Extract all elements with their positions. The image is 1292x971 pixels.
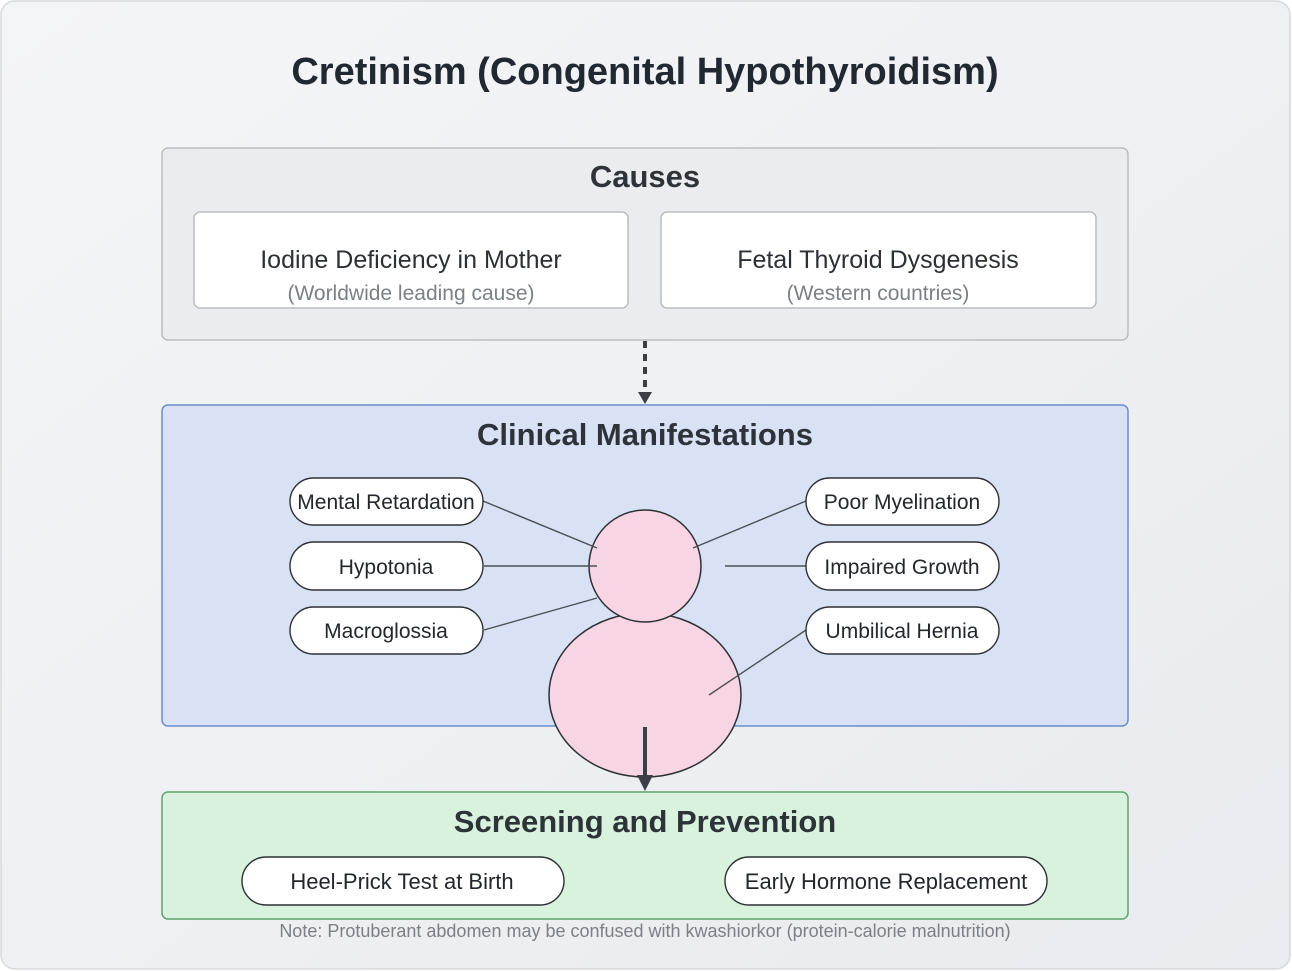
pill-label: Early Hormone Replacement — [745, 869, 1027, 894]
connector-mental-retardation — [482, 500, 598, 549]
manifestation-impaired-growth: Impaired Growth — [805, 541, 1000, 591]
cause-card-dysgenesis: Fetal Thyroid Dysgenesis (Western countr… — [660, 211, 1097, 309]
causes-heading: Causes — [590, 159, 700, 194]
cause-sublabel: (Worldwide leading cause) — [287, 282, 534, 305]
cause-sublabel: (Western countries) — [787, 282, 970, 305]
cause-card-box — [193, 211, 629, 309]
screening-heel-prick: Heel-Prick Test at Birth — [241, 856, 565, 906]
manifestations-heading: Clinical Manifestations — [477, 417, 813, 452]
pill-box — [805, 541, 1000, 591]
pill-label: Mental Retardation — [297, 491, 474, 514]
connector-macroglossia — [483, 597, 598, 631]
manifestation-poor-myelination: Poor Myelination — [805, 477, 1000, 526]
pill-box — [724, 856, 1048, 906]
solid-arrow-head — [637, 775, 653, 791]
dashed-arrow-head — [638, 392, 652, 404]
connector-umbilical-hernia — [708, 629, 807, 696]
pill-box — [805, 606, 1000, 655]
manifestation-hypotonia: Hypotonia — [289, 541, 484, 591]
diagram-title: Cretinism (Congenital Hypothyroidism) — [291, 51, 998, 93]
causes-section: Causes Iodine Deficiency in Mother (Worl… — [161, 147, 1129, 341]
cause-label: Fetal Thyroid Dysgenesis — [737, 246, 1019, 274]
pill-box — [289, 477, 484, 526]
manifestation-macroglossia: Macroglossia — [289, 606, 484, 655]
screening-heading: Screening and Prevention — [454, 804, 836, 839]
screening-hormone-replacement: Early Hormone Replacement — [724, 856, 1048, 906]
pill-box — [241, 856, 565, 906]
pill-box — [289, 541, 484, 591]
pill-box — [289, 606, 484, 655]
manifestations-section: Clinical Manifestations Mental Retardati… — [161, 404, 1129, 778]
manifestation-mental-retardation: Mental Retardation — [289, 477, 484, 526]
pill-label: Impaired Growth — [824, 556, 979, 579]
screening-section: Screening and Prevention Heel-Prick Test… — [161, 791, 1129, 920]
connector-poor-myelination — [692, 500, 807, 549]
manifestation-umbilical-hernia: Umbilical Hernia — [805, 606, 1000, 655]
pill-label: Macroglossia — [324, 620, 448, 643]
figure-head — [588, 509, 702, 623]
pill-label: Hypotonia — [339, 556, 434, 579]
pill-label: Heel-Prick Test at Birth — [290, 869, 513, 894]
pill-label: Poor Myelination — [824, 491, 980, 514]
pill-box — [805, 477, 1000, 526]
footnote: Note: Protuberant abdomen may be confuse… — [279, 921, 1010, 941]
cause-card-box — [660, 211, 1097, 309]
pill-label: Umbilical Hernia — [826, 620, 979, 643]
cause-label: Iodine Deficiency in Mother — [260, 246, 562, 274]
cause-card-iodine: Iodine Deficiency in Mother (Worldwide l… — [193, 211, 629, 309]
